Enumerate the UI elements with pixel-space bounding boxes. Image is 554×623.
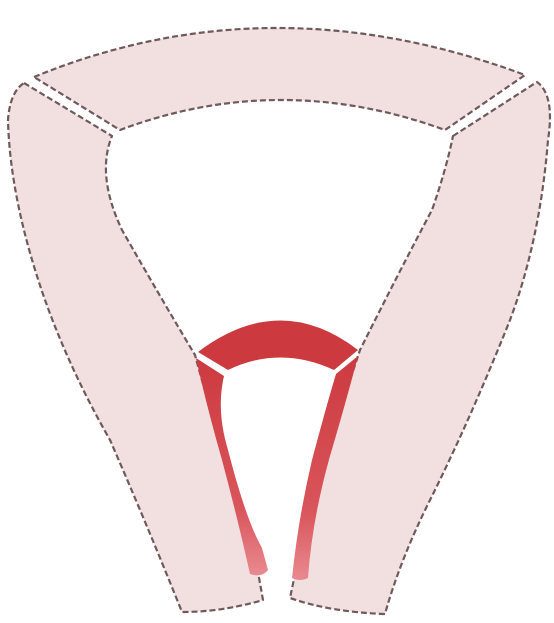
inner-top-arch bbox=[198, 320, 358, 370]
outer-top-band bbox=[34, 28, 525, 130]
